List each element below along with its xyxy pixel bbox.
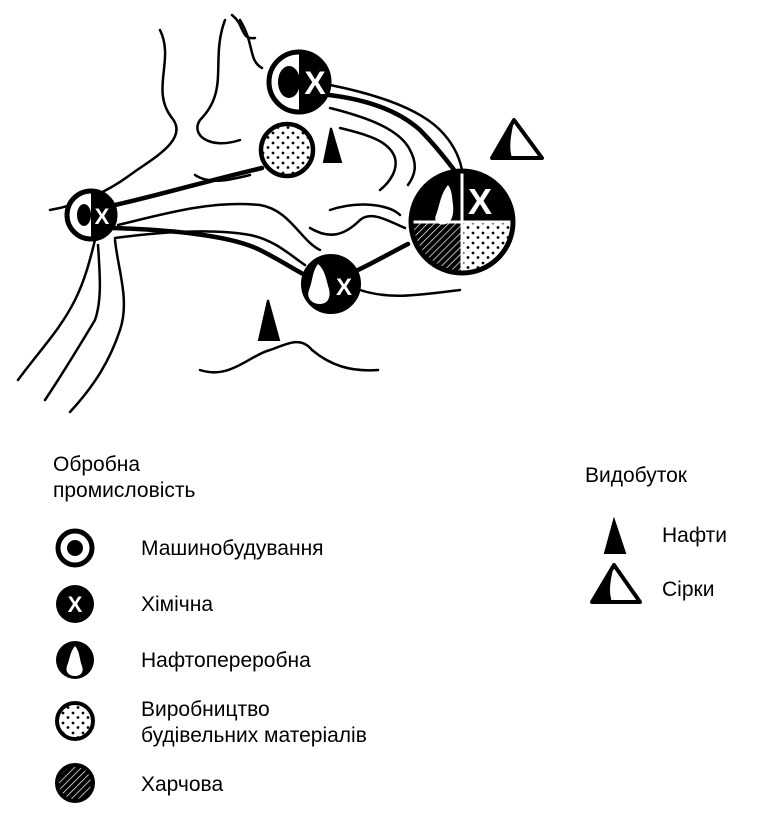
map-node-east: X — [408, 168, 516, 276]
map-node-north: X — [266, 49, 332, 115]
chemical-mark: X — [304, 65, 326, 101]
chemical-mark: X — [468, 181, 492, 222]
legend-item-oil-extraction: Нафти — [662, 524, 728, 547]
food-industry-icon — [55, 763, 95, 803]
legend-manufacturing-title-line2: промисловість — [53, 479, 196, 502]
oil-extraction-icon — [603, 516, 627, 554]
map-node-south: X — [301, 254, 361, 314]
legend-manufacturing-title-line1: Обробна — [53, 453, 141, 476]
legend-icons: X — [55, 516, 642, 803]
legend-item-machine-building: Машинобудування — [141, 537, 324, 560]
map-node-west: X — [64, 188, 118, 242]
legend-item-sulfur-extraction: Сірки — [662, 578, 715, 601]
oil-extraction-icon — [322, 127, 343, 163]
legend-item-building-materials-line1: Виробництво — [141, 698, 270, 721]
chemical-mark: X — [95, 204, 110, 229]
machine-building-icon — [55, 528, 95, 568]
svg-text:X: X — [68, 592, 83, 617]
legend-item-oil-refining: Нафтопереробна — [141, 649, 311, 672]
pipelines — [110, 92, 461, 278]
legend-item-food-industry: Харчова — [141, 773, 224, 796]
river-lines — [16, 13, 464, 414]
legend-item-chemical: Хімічна — [141, 593, 213, 616]
sulfur-extraction-icon — [490, 118, 544, 160]
chemical-icon: X — [56, 585, 94, 623]
oil-extraction-icon — [257, 299, 281, 341]
map-node-building-materials — [258, 121, 316, 179]
oil-refining-icon — [56, 641, 94, 679]
chemical-mark: X — [336, 274, 352, 301]
sulfur-extraction-icon — [590, 563, 642, 604]
legend-item-building-materials-line2: будівельних матеріалів — [141, 724, 367, 747]
legend-extraction-title: Видобуток — [585, 464, 687, 487]
building-materials-icon — [55, 701, 95, 741]
